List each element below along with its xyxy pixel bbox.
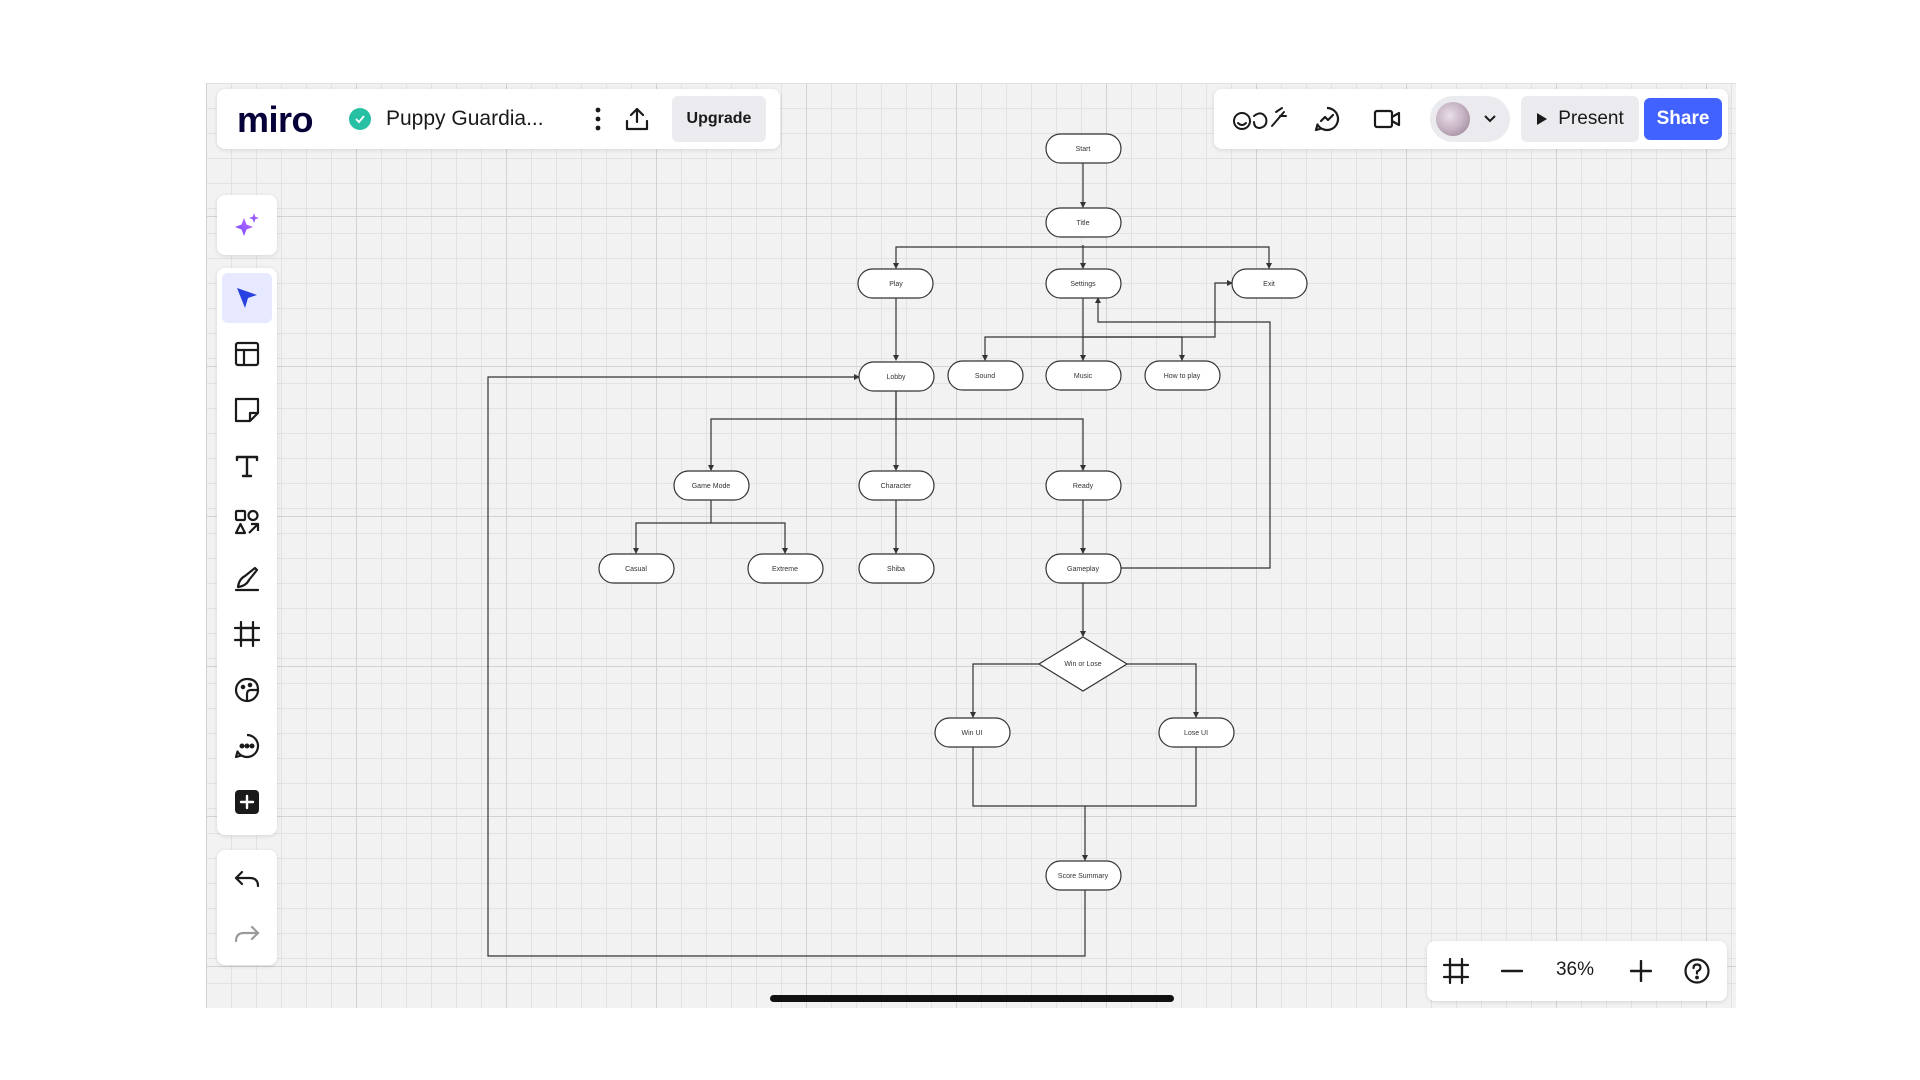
board-header: miro Puppy Guardia... Upgrade xyxy=(217,89,780,149)
node-ready[interactable] xyxy=(1045,470,1122,501)
node-exit-label: Exit xyxy=(1263,281,1275,288)
connector-score-lobby[interactable] xyxy=(487,374,1086,957)
node-casual-label: Casual xyxy=(625,566,647,573)
pen-icon[interactable] xyxy=(222,553,272,603)
node-title[interactable] xyxy=(1045,207,1122,238)
node-ready-label: Ready xyxy=(1073,483,1094,490)
comment-icon[interactable] xyxy=(222,721,272,771)
connector-gameplay-settings[interactable] xyxy=(1095,297,1271,569)
templates-icon[interactable] xyxy=(222,329,272,379)
chat-icon[interactable] xyxy=(1310,102,1344,136)
node-settings[interactable] xyxy=(1045,268,1122,299)
connector-title-exit[interactable] xyxy=(1083,246,1272,269)
node-character[interactable] xyxy=(858,470,935,501)
node-music-label: Music xyxy=(1074,373,1093,380)
miro-logo[interactable]: miro xyxy=(237,99,314,140)
node-settings-label: Settings xyxy=(1070,281,1096,288)
node-win-ui-label: Win UI xyxy=(962,730,983,737)
node-win-or-lose[interactable] xyxy=(1037,636,1129,692)
connector-gamemode-casual[interactable] xyxy=(633,500,712,554)
video-call-icon[interactable] xyxy=(1370,102,1404,136)
collaborators-menu[interactable] xyxy=(1430,96,1510,142)
reactions-icon[interactable] xyxy=(1232,102,1288,136)
node-win-ui[interactable] xyxy=(934,717,1011,748)
node-title-label: Title xyxy=(1077,220,1090,227)
ai-panel xyxy=(217,195,277,255)
node-sound[interactable] xyxy=(947,360,1024,391)
node-how-to-play-label: How to play xyxy=(1164,373,1201,380)
export-icon[interactable] xyxy=(620,102,654,136)
node-play-label: Play xyxy=(889,281,903,288)
zoom-controls: 36% xyxy=(1427,941,1727,1001)
zoom-in-icon[interactable] xyxy=(1624,954,1658,988)
node-win-or-lose-label: Win or Lose xyxy=(1064,661,1101,668)
board-title[interactable]: Puppy Guardia... xyxy=(386,107,544,130)
node-extreme[interactable] xyxy=(747,553,824,584)
connector-win-score[interactable] xyxy=(972,747,1088,861)
node-lobby-label: Lobby xyxy=(886,374,906,381)
connector-lose-score[interactable] xyxy=(1085,747,1197,807)
node-lobby[interactable] xyxy=(858,361,935,392)
present-button[interactable]: Present xyxy=(1521,96,1639,142)
connector-settings-sound[interactable] xyxy=(982,336,1083,361)
zoom-level[interactable]: 36% xyxy=(1555,959,1595,980)
node-shiba-label: Shiba xyxy=(887,566,905,573)
node-shiba[interactable] xyxy=(858,553,935,584)
node-how-to-play[interactable] xyxy=(1144,360,1221,391)
select-cursor-icon[interactable] xyxy=(222,273,272,323)
upgrade-button[interactable]: Upgrade xyxy=(672,96,766,142)
connector-decision-win[interactable] xyxy=(970,663,1040,718)
collaboration-toolbar: Present Share xyxy=(1214,89,1728,149)
redo-icon[interactable] xyxy=(222,910,272,960)
ai-sparkle-icon[interactable] xyxy=(222,200,272,250)
connector-lobby-gamemode[interactable] xyxy=(708,391,897,471)
node-game-mode[interactable] xyxy=(673,470,750,501)
present-label: Present xyxy=(1558,108,1624,129)
node-gameplay-label: Gameplay xyxy=(1067,566,1099,573)
more-apps-icon[interactable] xyxy=(222,777,272,827)
node-exit[interactable] xyxy=(1231,268,1308,299)
avatar[interactable] xyxy=(1436,102,1470,136)
share-button[interactable]: Share xyxy=(1644,98,1722,140)
node-gameplay[interactable] xyxy=(1045,553,1122,584)
node-extreme-label: Extreme xyxy=(772,566,798,573)
home-indicator[interactable] xyxy=(770,995,1174,1002)
frame-icon[interactable] xyxy=(222,609,272,659)
more-options-icon[interactable] xyxy=(583,104,613,134)
play-icon xyxy=(1537,113,1548,125)
shapes-icon[interactable] xyxy=(222,497,272,547)
undo-icon[interactable] xyxy=(222,855,272,905)
stickers-icon[interactable] xyxy=(222,665,272,715)
fit-to-screen-icon[interactable] xyxy=(1439,954,1473,988)
node-casual[interactable] xyxy=(598,553,675,584)
history-panel xyxy=(217,850,277,965)
connector-decision-lose[interactable] xyxy=(1126,663,1199,718)
node-lose-ui-label: Lose UI xyxy=(1184,730,1208,737)
connector-gamemode-extreme[interactable] xyxy=(711,522,788,554)
node-start-label: Start xyxy=(1076,146,1091,153)
node-score-summary[interactable] xyxy=(1045,860,1122,891)
node-sound-label: Sound xyxy=(975,373,995,380)
help-icon[interactable] xyxy=(1680,954,1714,988)
zoom-out-icon[interactable] xyxy=(1495,954,1529,988)
board-canvas[interactable] xyxy=(206,83,1736,1008)
node-lose-ui[interactable] xyxy=(1158,717,1235,748)
tools-panel xyxy=(217,268,277,835)
sticky-note-icon[interactable] xyxy=(222,385,272,435)
node-game-mode-label: Game Mode xyxy=(692,483,731,490)
chevron-down-icon[interactable] xyxy=(1480,109,1500,129)
connector-lobby-ready[interactable] xyxy=(896,418,1086,471)
node-start[interactable] xyxy=(1045,133,1122,164)
connector-settings-howtoplay[interactable] xyxy=(1083,336,1185,361)
check-icon[interactable] xyxy=(349,108,371,130)
node-character-label: Character xyxy=(881,483,912,490)
node-score-summary-label: Score Summary xyxy=(1058,873,1109,880)
connector-settings-exit[interactable] xyxy=(1083,280,1233,338)
node-play[interactable] xyxy=(857,268,934,299)
connector-title-play[interactable] xyxy=(893,245,1084,269)
node-music[interactable] xyxy=(1045,360,1122,391)
text-icon[interactable] xyxy=(222,441,272,491)
